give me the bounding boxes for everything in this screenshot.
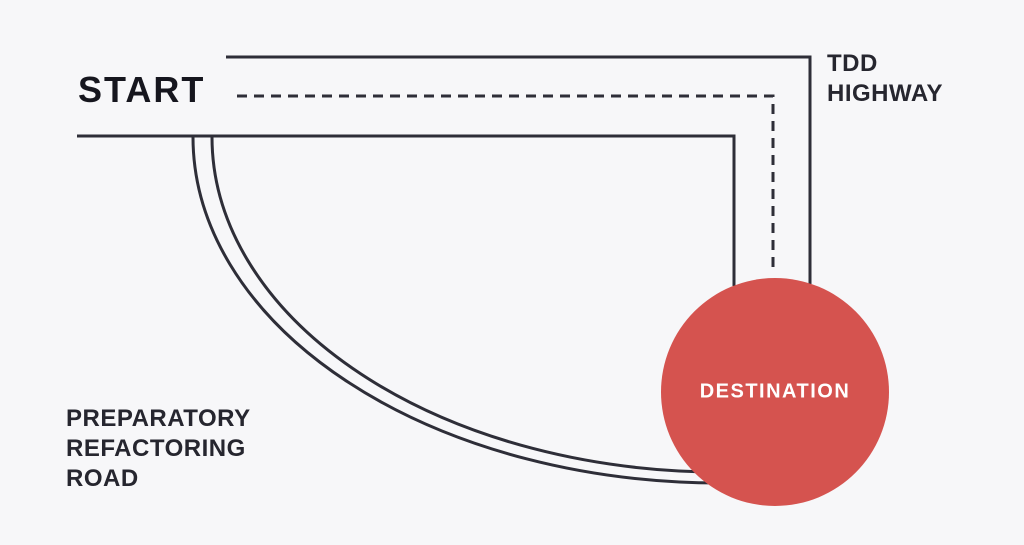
preparatory-road-label: PREPARATORY REFACTORING ROAD bbox=[66, 405, 251, 492]
tdd-highway-label: TDD HIGHWAY bbox=[827, 50, 943, 107]
start-label: START bbox=[78, 69, 206, 110]
tdd-highway-outer-edge-line bbox=[226, 55, 812, 284]
preparatory-road-inner-curve bbox=[210, 136, 721, 474]
tdd-highway-inner-edge-line bbox=[77, 134, 736, 286]
destination-label: DESTINATION bbox=[699, 380, 851, 403]
tdd-highway-center-dashed-line bbox=[237, 94, 775, 268]
destination-circle bbox=[661, 278, 889, 506]
preparatory-road-outer-curve bbox=[191, 136, 721, 485]
